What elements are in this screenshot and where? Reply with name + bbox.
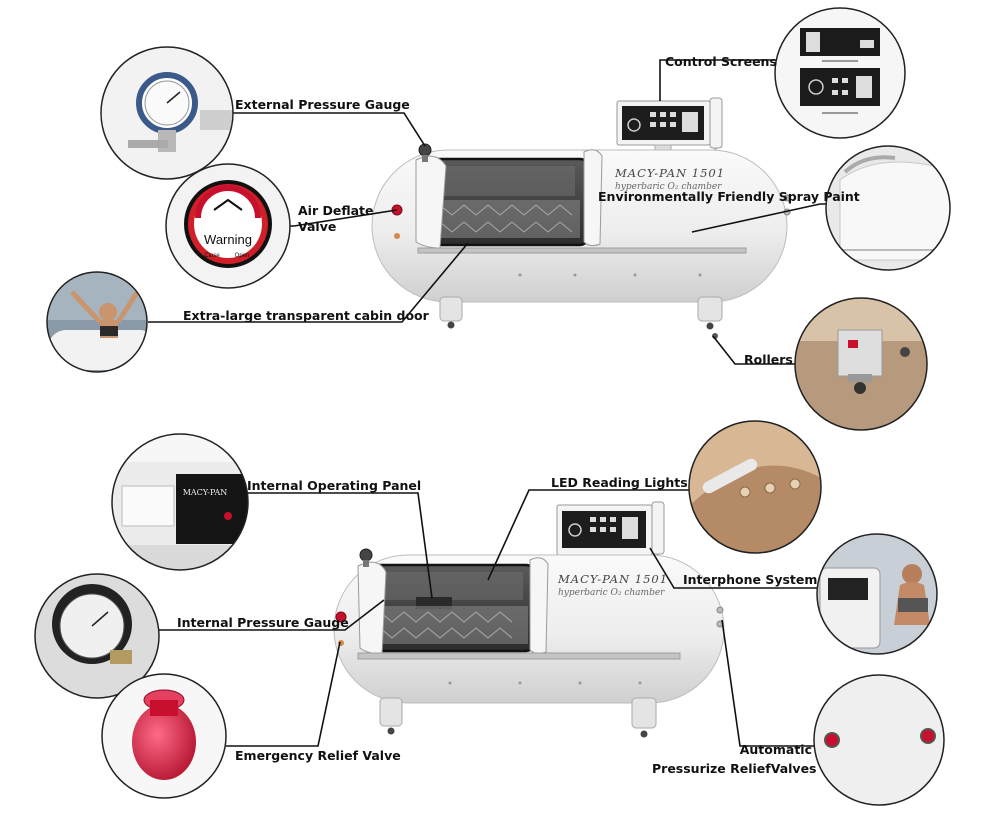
label-control-screens: Control Screens <box>665 54 777 69</box>
top-control-box <box>616 97 723 163</box>
warning-close: Close <box>204 253 220 259</box>
top-model-subtitle: hyperbaric O₂ chamber <box>615 182 722 192</box>
leader-external-gauge <box>233 112 426 147</box>
label-internal-operating-panel: Internal Operating Panel <box>247 478 422 493</box>
detail-interphone <box>816 533 938 655</box>
detail-rollers <box>794 297 928 431</box>
detail-spray-paint <box>825 145 951 271</box>
leader-interphone <box>649 547 817 589</box>
warning-text: Warning <box>204 232 252 247</box>
leader-spray-paint <box>691 203 826 233</box>
top-brand: MACY-PAN 1501 hyperbaric O₂ chamber <box>614 166 725 192</box>
detail-external-gauge <box>100 46 234 180</box>
leader-air-deflate <box>290 209 398 227</box>
detail-led-lights <box>688 420 822 554</box>
leader-lines <box>148 59 826 747</box>
label-spray-paint: Environmentally Friendly Spray Paint <box>598 189 860 204</box>
panel-brand-text: MACY-PAN <box>183 488 228 497</box>
top-chamber <box>371 97 791 339</box>
detail-emergency-valve <box>101 673 227 799</box>
leader-led-lights <box>487 489 689 581</box>
detail-control-screens <box>774 7 906 139</box>
leader-emergency-valve <box>226 641 341 747</box>
detail-internal-gauge <box>34 573 160 699</box>
top-model-name: MACY-PAN 1501 <box>614 166 725 180</box>
label-emergency-relief-valve: Emergency Relief Valve <box>235 748 401 763</box>
bottom-chamber <box>333 501 725 738</box>
detail-cabin-door-photo <box>46 271 148 373</box>
label-internal-pressure-gauge: Internal Pressure Gauge <box>177 615 349 630</box>
leader-control-screens <box>659 59 775 101</box>
label-air-deflate-2: Valve <box>298 219 337 234</box>
label-interphone-system: Interphone System <box>683 572 818 587</box>
detail-internal-panel <box>111 433 249 571</box>
leader-rollers <box>712 335 795 365</box>
leader-cabin-door <box>148 242 469 323</box>
leader-auto-relief <box>721 619 814 747</box>
warning-open: Open <box>235 253 250 259</box>
label-rollers: Rollers <box>744 352 793 367</box>
label-auto-relief-1: Automatic <box>739 742 812 757</box>
bottom-model-subtitle: hyperbaric O₂ chamber <box>558 588 665 598</box>
detail-auto-relief-valves <box>813 674 945 806</box>
leader-internal-panel <box>248 492 433 599</box>
leader-internal-gauge <box>159 599 385 631</box>
bottom-control-box <box>556 501 665 567</box>
label-auto-relief-2: Pressurize ReliefValves <box>652 761 817 776</box>
label-external-pressure-gauge: External Pressure Gauge <box>235 97 410 112</box>
bottom-model-name: MACY-PAN 1501 <box>557 572 668 586</box>
bottom-brand: MACY-PAN 1501 hyperbaric O₂ chamber <box>557 572 668 598</box>
label-cabin-door: Extra-large transparent cabin door <box>183 308 429 323</box>
label-led-reading-lights: LED Reading Lights <box>551 475 688 490</box>
detail-air-deflate-valve <box>165 163 291 289</box>
label-air-deflate-1: Air Deflate <box>298 203 374 218</box>
